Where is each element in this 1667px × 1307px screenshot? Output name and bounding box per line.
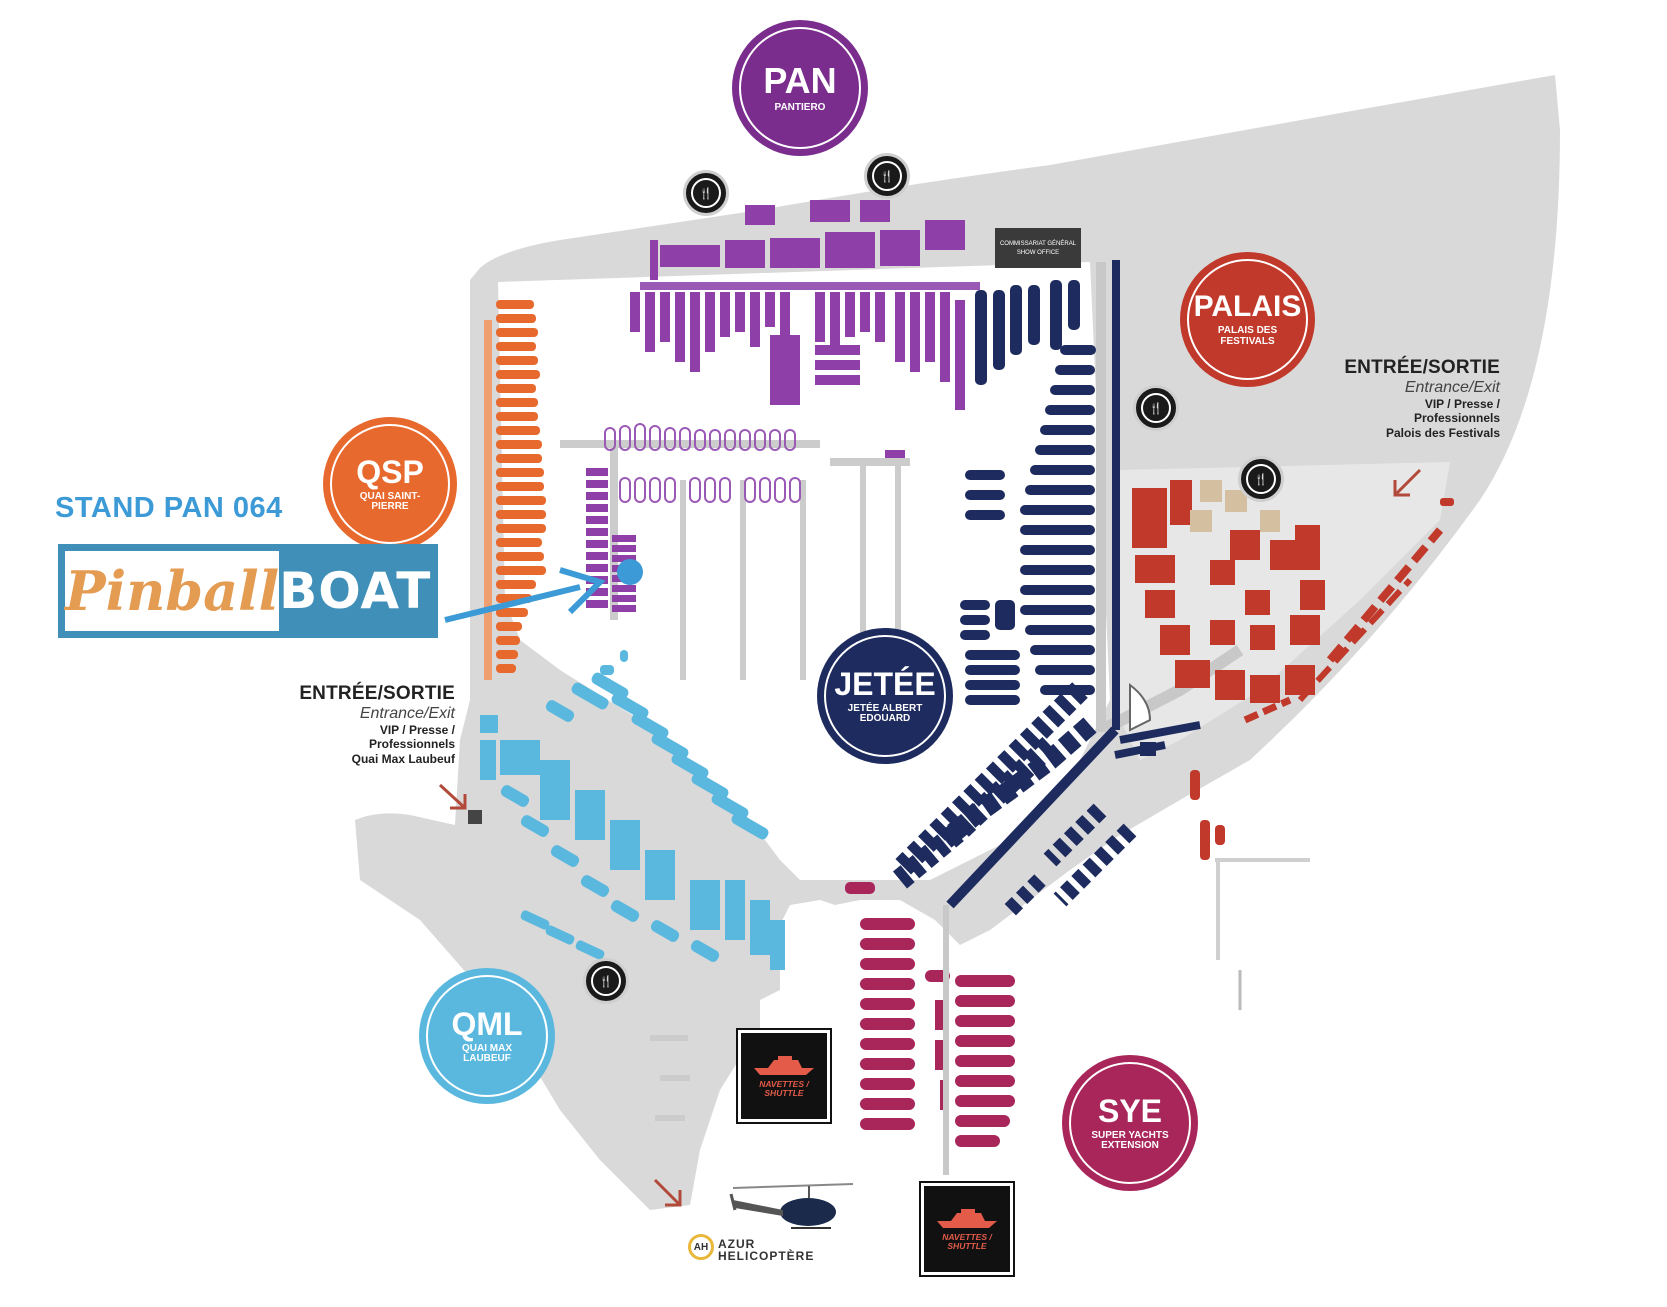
heli-brand: HELICOPTÈRE	[718, 1249, 815, 1263]
restaurant-icon[interactable]: 🍴	[683, 170, 729, 216]
entrance-title: ENTRÉE/SORTIE	[299, 683, 455, 704]
shuttle-stop-1[interactable]: NAVETTES /SHUTTLE	[736, 1028, 832, 1124]
zone-badge-jetee[interactable]: JETÉE JETÉE ALBERT EDOUARD	[817, 628, 953, 764]
qml-gate	[468, 810, 482, 824]
show-office[interactable]: COMMISSARIAT GÉNÉRAL SHOW OFFICE	[995, 228, 1081, 268]
entrance-line: Palois des Festivals	[1385, 425, 1500, 440]
shuttle-label: NAVETTES /	[942, 1231, 992, 1242]
entrance-title: ENTRÉE/SORTIE	[1344, 357, 1500, 378]
heli-brand: AZUR	[718, 1237, 756, 1251]
stand-label: STAND PAN 064	[55, 492, 283, 524]
entrance-line: Professionnels	[368, 737, 455, 752]
boats-pan-outline	[604, 423, 801, 503]
palais-tan-buildings	[1190, 480, 1280, 532]
shuttle-label: SHUTTLE	[947, 1241, 987, 1251]
entrance-west-label: ENTRÉE/SORTIE Entrance/Exit VIP / Presse…	[245, 683, 455, 766]
plate-icon: 🍴	[872, 161, 902, 191]
plate-icon: 🍴	[1141, 393, 1171, 423]
shuttle-label: NAVETTES /	[759, 1078, 809, 1089]
helicopter-icon	[729, 1183, 854, 1229]
office-line: SHOW OFFICE	[1016, 249, 1060, 256]
brand-script: Pinball	[65, 559, 280, 623]
badge-ring	[330, 424, 450, 544]
zone-badge-sye[interactable]: SYE SUPER YACHTS EXTENSION	[1062, 1055, 1198, 1191]
boats-jetee	[892, 260, 1201, 916]
brand-word: BOAT	[279, 551, 432, 631]
restaurant-icon[interactable]: 🍴	[1238, 456, 1284, 502]
zone-badge-palais[interactable]: PALAIS PALAIS DES FESTIVALS	[1180, 252, 1315, 387]
badge-ring	[426, 975, 548, 1097]
entrance-line: VIP / Presse /	[379, 723, 455, 737]
badge-ring	[824, 635, 946, 757]
badge-ring	[1187, 259, 1308, 380]
boats-qsp	[484, 300, 546, 680]
entrance-east-label: ENTRÉE/SORTIE Entrance/Exit VIP / Presse…	[1290, 357, 1500, 440]
shuttle-label: SHUTTLE	[764, 1088, 804, 1098]
office-line: COMMISSARIAT GÉNÉRAL	[999, 240, 1077, 247]
yacht-icon	[754, 1055, 814, 1075]
entrance-line: Professionnels	[1413, 411, 1500, 426]
shuttle-stop-2[interactable]: NAVETTES /SHUTTLE	[919, 1181, 1015, 1277]
badge-ring	[739, 27, 861, 149]
pinball-boat-logo[interactable]: Pinball BOAT	[58, 544, 438, 638]
boats-sye	[845, 882, 1015, 1147]
stand-marker	[617, 559, 643, 585]
ah-mark: AH	[688, 1234, 714, 1260]
entrance-subtitle: Entrance/Exit	[359, 705, 455, 722]
badge-ring	[1069, 1062, 1191, 1184]
stand-arrow	[444, 584, 581, 623]
palais-buildings	[1132, 480, 1454, 860]
zone-badge-pan[interactable]: PAN PANTIERO	[732, 20, 868, 156]
boats-qml	[480, 650, 785, 970]
restaurant-icon[interactable]: 🍴	[864, 153, 910, 199]
zone-badge-qml[interactable]: QML QUAI MAX LAUBEUF	[419, 968, 555, 1104]
restaurant-icon[interactable]: 🍴	[1133, 385, 1179, 431]
plate-icon: 🍴	[691, 178, 721, 208]
zone-badge-qsp[interactable]: QSP QUAI SAINT-PIERRE	[323, 417, 457, 551]
yacht-icon	[937, 1208, 997, 1228]
entrance-line: VIP / Presse /	[1424, 397, 1500, 411]
plate-icon: 🍴	[1246, 464, 1276, 494]
palais-ramp	[1129, 682, 1152, 732]
boats-pan	[586, 200, 980, 612]
entrance-subtitle: Entrance/Exit	[1404, 379, 1500, 396]
entrance-line: Quai Max Laubeuf	[351, 751, 455, 766]
sye-pier	[943, 905, 949, 1175]
arrow-icon	[438, 468, 1422, 1207]
restaurant-icon[interactable]: 🍴	[583, 958, 629, 1004]
plate-icon: 🍴	[591, 966, 621, 996]
